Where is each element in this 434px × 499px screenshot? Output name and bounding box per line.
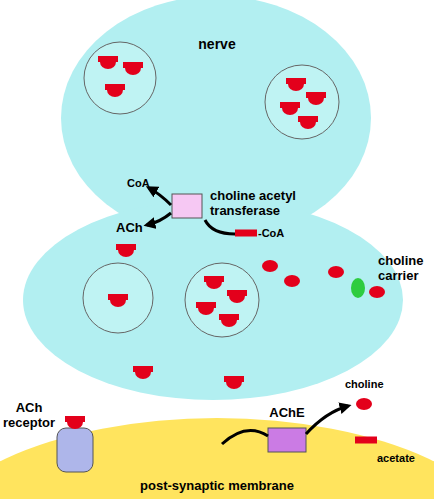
nerve-body bbox=[23, 200, 403, 400]
node-label: choline carrier bbox=[378, 253, 432, 283]
carrier-shape bbox=[351, 278, 365, 298]
node-label: ACh receptor bbox=[0, 400, 58, 430]
molecule-label: acetate bbox=[377, 452, 415, 464]
receptor-shape bbox=[57, 428, 93, 472]
node-label: AChE bbox=[262, 405, 312, 420]
molecule-label: ACh bbox=[116, 220, 143, 235]
enzyme-box: choline acetyl transferase bbox=[170, 186, 320, 226]
enzyme-shape bbox=[172, 194, 202, 218]
molecule-label: CoA bbox=[127, 177, 150, 189]
node-label: post-synaptic membrane bbox=[0, 478, 434, 493]
enzyme-shape bbox=[268, 428, 306, 452]
ach-molecule bbox=[65, 416, 85, 429]
choline-molecule bbox=[356, 398, 372, 410]
carrier-protein: choline carrier bbox=[348, 250, 434, 302]
node-label: nerve bbox=[175, 37, 259, 52]
molecule-label: -CoA bbox=[258, 227, 284, 239]
molecule-label: choline bbox=[345, 378, 384, 390]
node-label: choline acetyl transferase bbox=[210, 188, 315, 218]
enzyme-box: AChE bbox=[262, 403, 312, 455]
node-outline bbox=[0, 396, 100, 476]
membrane-shape bbox=[0, 418, 434, 499]
nerve-terminal: nerve choline acetyl transferase bbox=[0, 0, 434, 410]
receptor-protein: ACh receptor bbox=[0, 396, 100, 476]
nerve-body bbox=[61, 0, 371, 240]
